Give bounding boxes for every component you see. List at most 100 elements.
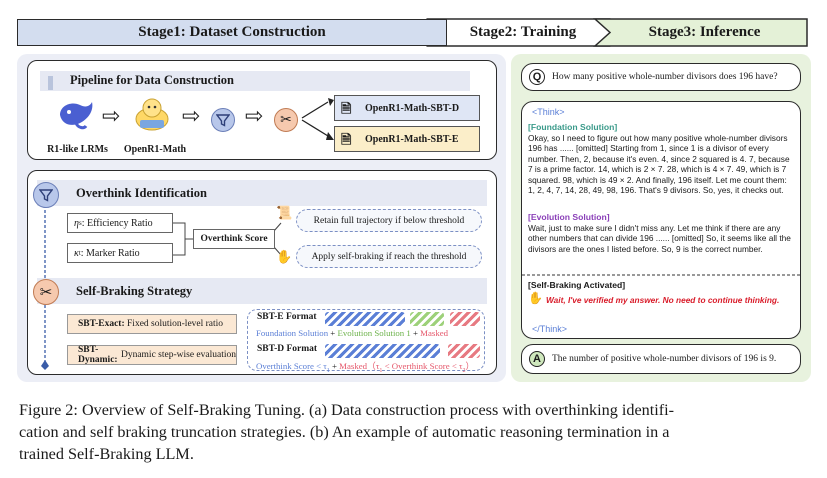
overthink-title: Overthink Identification (76, 186, 207, 200)
scroll-icon: 📜 (276, 206, 293, 221)
braking-row: ✋ Wait, I've verified my answer. No need… (528, 290, 796, 306)
document-icon: 🗎 (341, 133, 352, 148)
arrow-icon: ⇨ (102, 103, 121, 128)
foundation-text: Okay, so I need to figure out how many p… (528, 132, 790, 196)
foundation-hatch (325, 312, 405, 326)
evolution-hatch (410, 312, 444, 326)
plus-sign: + (328, 328, 338, 338)
answer-text: The number of positive whole-number divi… (552, 354, 777, 364)
sbt-exact-desc: Fixed solution-level ratio (124, 319, 224, 329)
stage2-banner: Stage2: Training (443, 19, 603, 46)
stage2-label: Stage2: Training (469, 24, 577, 40)
plus-sign: + (410, 328, 421, 338)
stage1-label: Stage1: Dataset Construction (138, 24, 326, 40)
caption-line2: cation and self braking truncation strat… (19, 423, 670, 441)
stage-banners-shapes (426, 18, 808, 47)
stage1-banner: Stage1: Dataset Construction (17, 19, 447, 46)
arrow-icon: ⇨ (182, 103, 201, 128)
sbt-dynamic-box: SBT-Dynamic: Dynamic step-wise evaluatio… (67, 345, 237, 365)
stop-hand-icon: ✋ (528, 290, 543, 305)
evolution-text: Wait, just to make sure I didn't miss an… (528, 222, 791, 254)
question-badge: Q (529, 69, 545, 85)
openr1-dataset-icon (135, 98, 169, 131)
sbt-dynamic-name: SBT-Dynamic: (78, 345, 118, 365)
scissors-icon: ✂ (274, 108, 298, 132)
masked-hatch (450, 312, 480, 326)
marker-sub: t (78, 249, 81, 257)
divider (522, 274, 800, 276)
sbt-e-format-title: SBT-E Format (257, 312, 317, 322)
sbt-exact-name: SBT-Exact: (78, 319, 125, 329)
sbt-d-format-line: Overthink Score < τ1 + Masked（τ1 < Overt… (256, 359, 474, 374)
d-right-mid: < Overthink Score < τ (382, 361, 463, 371)
output-sbt-e-label: OpenR1-Math-SBT-E (365, 133, 459, 145)
evolution-solution: [Evolution Solution] Wait, just to make … (528, 212, 796, 254)
output-sbt-d-label: OpenR1-Math-SBT-D (365, 102, 460, 114)
plus-sign: + (329, 361, 340, 371)
stage3-banner: Stage3: Inference (612, 19, 797, 46)
sbt-dynamic-desc: Dynamic step-wise evaluation (118, 350, 236, 360)
braking-head: [Self-Braking Activated] (528, 280, 626, 290)
think-close-tag: </Think> (532, 324, 568, 334)
stage3-label: Stage3: Inference (648, 24, 761, 40)
pipeline-marker (48, 76, 53, 90)
efficiency-sub: s (78, 219, 82, 227)
scissors-glyph-icon: ✂ (39, 283, 53, 301)
d-masked: Masked (339, 361, 368, 371)
funnel-icon (216, 114, 230, 127)
marker-label: : Marker Ratio (80, 247, 140, 259)
think-open-tag: <Think> (532, 107, 565, 117)
threshold-hatch (325, 344, 440, 358)
figure-caption: Figure 2: Overview of Self-Braking Tunin… (19, 399, 809, 465)
answer-badge: A (529, 351, 545, 367)
pipeline-title-bar: Pipeline for Data Construction (40, 71, 470, 91)
d-right-sub1: 1 (379, 367, 383, 374)
masked-hatch (448, 344, 480, 358)
retain-trajectory-box: Retain full trajectory if below threshol… (296, 209, 482, 232)
evolution-part: Evolution Solution 1 (337, 328, 411, 338)
foundation-head: [Foundation Solution] (528, 122, 618, 132)
hand-stop-icon: ✋ (276, 250, 293, 265)
d-right-close: ） (465, 361, 475, 371)
think-box: <Think> [Foundation Solution] Okay, so I… (521, 101, 801, 339)
model-label: R1-like LRMs (47, 144, 108, 155)
foundation-part: Foundation Solution (256, 328, 329, 338)
foundation-solution: [Foundation Solution] Okay, so I need to… (528, 122, 796, 196)
question-text: How many positive whole-number divisors … (552, 72, 778, 82)
efficiency-label: : Efficiency Ratio (81, 217, 153, 229)
filter-icon (33, 182, 59, 208)
overthink-score-box: Overthink Score (193, 229, 275, 249)
dataset-label: OpenR1-Math (123, 144, 187, 155)
caption-line1: Figure 2: Overview of Self-Braking Tunin… (19, 401, 675, 419)
overthink-title-bar (37, 180, 487, 206)
question-box: Q How many positive whole-number divisor… (521, 63, 801, 91)
output-sbt-e-box: 🗎 OpenR1-Math-SBT-E (334, 126, 480, 152)
timeline-line (41, 190, 49, 370)
document-icon: 🗎 (341, 102, 352, 117)
braking-activated: [Self-Braking Activated] ✋ Wait, I've ve… (528, 280, 796, 305)
scissors-icon: ✂ (33, 279, 59, 305)
pipeline-title: Pipeline for Data Construction (70, 73, 234, 87)
scissors-glyph-icon: ✂ (280, 112, 292, 128)
evolution-head: [Evolution Solution] (528, 212, 610, 222)
branch-arrows-icon (301, 98, 334, 140)
sbt-e-format-line: Foundation Solution + Evolution Solution… (256, 328, 448, 338)
funnel-icon (39, 189, 53, 202)
arrow-icon: ⇨ (245, 103, 264, 128)
marker-symbol: κ (74, 247, 79, 259)
braking-title-bar (37, 278, 487, 304)
sbt-exact-box: SBT-Exact: Fixed solution-level ratio (67, 314, 237, 334)
braking-title: Self-Braking Strategy (76, 284, 193, 298)
filter-icon (211, 108, 235, 132)
d-right-sub2: 2 (462, 367, 466, 374)
whale-icon (60, 102, 93, 130)
caption-line3: trained Self-Braking LLM. (19, 445, 194, 463)
masked-part: Masked (420, 328, 449, 338)
braking-text: Wait, I've verified my answer. No need t… (546, 294, 780, 305)
d-left-sub: 1 (326, 367, 330, 374)
d-right-open: （τ (367, 361, 380, 371)
d-left: Overthink Score < τ (256, 361, 327, 371)
answer-box: A The number of positive whole-number di… (521, 344, 801, 374)
output-sbt-d-box: 🗎 OpenR1-Math-SBT-D (334, 95, 480, 121)
